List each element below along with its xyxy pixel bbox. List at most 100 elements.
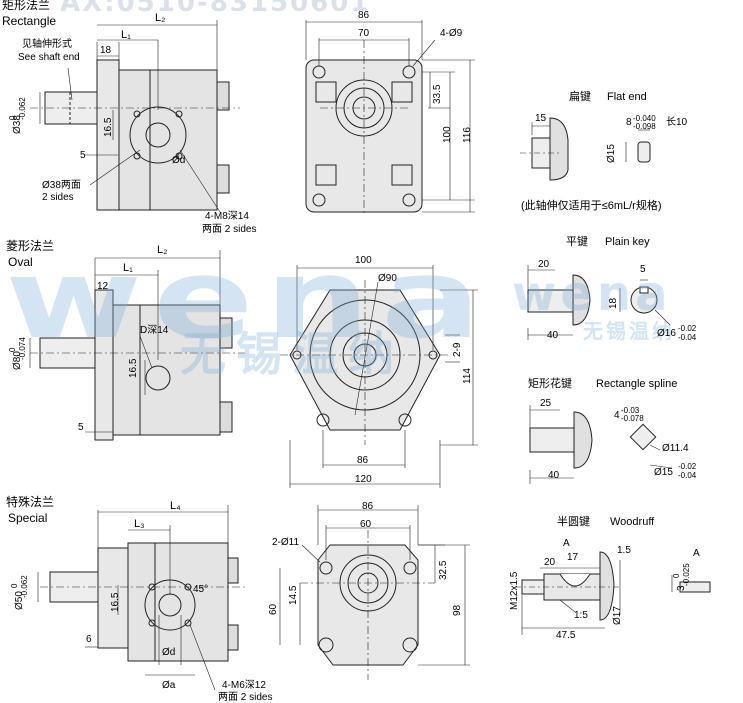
special-front-holes: 2-Ø11: [272, 537, 300, 548]
plain-key-dim-5: 5: [640, 264, 646, 275]
special-oa: Øa: [162, 680, 176, 691]
special-dim-16-5: 16.5: [110, 592, 121, 612]
plain-key-title-cn: 平键: [566, 236, 588, 248]
oval-dim-l1: L₁: [123, 262, 133, 274]
special-front-view: [279, 505, 470, 680]
rect-front-dim-70: 70: [358, 28, 370, 39]
rect-bolts-cn: 4-M8深14: [205, 211, 249, 222]
rect-dim-16-5: 16.5: [103, 117, 114, 137]
flat-end-title-cn: 扁键: [569, 91, 591, 103]
rect-dim-18: 18: [100, 45, 112, 56]
oval-front-view: [280, 265, 478, 488]
rect-tol-bottom: -0.062: [18, 97, 27, 120]
section-oval-cn: 菱形法兰: [6, 239, 55, 253]
oval-dim-12: 12: [97, 281, 109, 292]
plain-key-dim-20: 20: [538, 259, 550, 270]
oval-port: D深14: [140, 325, 169, 336]
plain-key-dia: Ø16: [657, 328, 676, 339]
section-rectangle-cn: 矩形法兰: [2, 0, 51, 12]
rect-front-dim-116: 116: [462, 127, 473, 143]
plain-key-title-en: Plain key: [605, 236, 650, 248]
section-special-en: Special: [8, 511, 48, 525]
spline-dim-25: 25: [540, 398, 552, 409]
special-od: Ød: [162, 647, 176, 658]
woodruff-dim-3: 3: [676, 585, 687, 591]
spline-tol-top: -0.03: [621, 406, 640, 415]
rect-spline-shaft: [529, 405, 673, 484]
rect-tol-top: 0: [8, 115, 17, 120]
rect-bolts-en: 两面 2 sides: [202, 224, 257, 235]
woodruff-dim-47-5: 47.5: [556, 630, 576, 641]
flat-end-tol-top: -0.040: [633, 114, 656, 123]
rect-front-dim-100: 100: [442, 126, 453, 143]
spline-dim-4: 4: [614, 410, 620, 421]
special-bolts-en: 两面 2 sides: [218, 692, 273, 703]
spline-dim-40: 40: [548, 470, 560, 481]
oval-dim-16-5: 16.5: [128, 358, 139, 378]
special-front-dim-60v: 60: [268, 603, 279, 615]
woodruff-thread: M12x1.5: [509, 571, 520, 610]
woodruff-label-a2: A: [693, 548, 700, 559]
woodruff-dim-20: 20: [544, 557, 556, 568]
special-front-dim-86: 86: [362, 501, 374, 512]
woodruff-tol-bottom: -0.025: [682, 563, 691, 586]
special-tol-bottom: -0.062: [20, 575, 29, 598]
plain-key-dim-40: 40: [547, 330, 559, 341]
woodruff-shaft: [515, 551, 711, 635]
flat-end-title-en: Flat end: [607, 91, 647, 103]
rect-front-dim-33-5: 33.5: [432, 84, 443, 104]
spline-dia-15: Ø15: [654, 467, 673, 478]
section-rectangle-en: Rectangle: [2, 14, 57, 28]
special-dim-l3: L₃: [134, 518, 145, 530]
rect-od: Ød: [172, 155, 186, 166]
woodruff-taper: 1:5: [574, 610, 588, 621]
oval-dim-5: 5: [78, 422, 84, 433]
oval-front-dim-86: 86: [357, 455, 369, 466]
flat-end-shaft: [520, 117, 651, 181]
watermark-logo-small: wena: [512, 266, 672, 322]
watermark-logo: wena: [5, 235, 493, 363]
woodruff-dim-17: 17: [567, 552, 579, 563]
spline-title-en: Rectangle spline: [596, 378, 678, 390]
rect-front-dim-86: 86: [358, 10, 370, 21]
oval-side-view: [29, 250, 245, 441]
oval-front-dia-90: Ø90: [378, 273, 397, 284]
rect-dim-l2: L₂: [155, 12, 166, 24]
special-front-dim-32-5: 32.5: [438, 560, 449, 580]
rect-shaft-note-cn: 见轴伸形式: [22, 39, 72, 50]
special-front-dim-14-5: 14.5: [288, 585, 299, 605]
section-oval-en: Oval: [8, 255, 33, 269]
rect-side-view: [30, 20, 240, 213]
oval-tol-top: 0: [8, 347, 17, 352]
watermark-company-small: 无锡温纳: [583, 319, 675, 343]
woodruff-title-cn: 半圆键: [557, 516, 590, 528]
woodruff-dim-1-5: 1.5: [617, 545, 631, 556]
special-front-dim-60: 60: [360, 519, 372, 530]
oval-front-dim-114: 114: [462, 368, 473, 384]
rect-dim-l1: L₁: [121, 29, 131, 41]
flat-end-dia: Ø15: [606, 144, 617, 163]
plain-key-dim-18: 18: [608, 297, 619, 309]
spline-tol-bottom: -0.078: [621, 414, 644, 423]
special-dim-l4: L₄: [170, 500, 181, 512]
special-tol-top: 0: [10, 583, 19, 588]
oval-tol-bottom: -0.074: [18, 337, 27, 360]
special-dim-6: 6: [86, 634, 92, 645]
flat-end-length: 长10: [666, 117, 688, 128]
oval-front-dim-2-9: 2-9: [452, 342, 463, 357]
flat-end-note: (此轴伸仅适用于≤6mL/r规格): [521, 200, 662, 212]
woodruff-dia-17: Ø17: [612, 606, 623, 625]
oval-front-dim-120: 120: [355, 474, 372, 485]
spline-tol15-top: -0.02: [678, 462, 697, 471]
oval-dim-l2: L₂: [157, 244, 168, 256]
spline-title-cn: 矩形花键: [528, 378, 572, 390]
spline-tol15-bottom: -0.04: [678, 471, 697, 480]
woodruff-label-a: A: [563, 538, 570, 549]
oval-front-dim-100: 100: [355, 255, 372, 266]
flat-end-dim-8: 8: [626, 117, 632, 128]
rect-dim-5: 5: [80, 150, 86, 161]
plain-key-tol-bottom: -0.04: [678, 333, 697, 342]
plain-key-shaft: [527, 265, 671, 340]
section-special-cn: 特殊法兰: [6, 495, 55, 509]
